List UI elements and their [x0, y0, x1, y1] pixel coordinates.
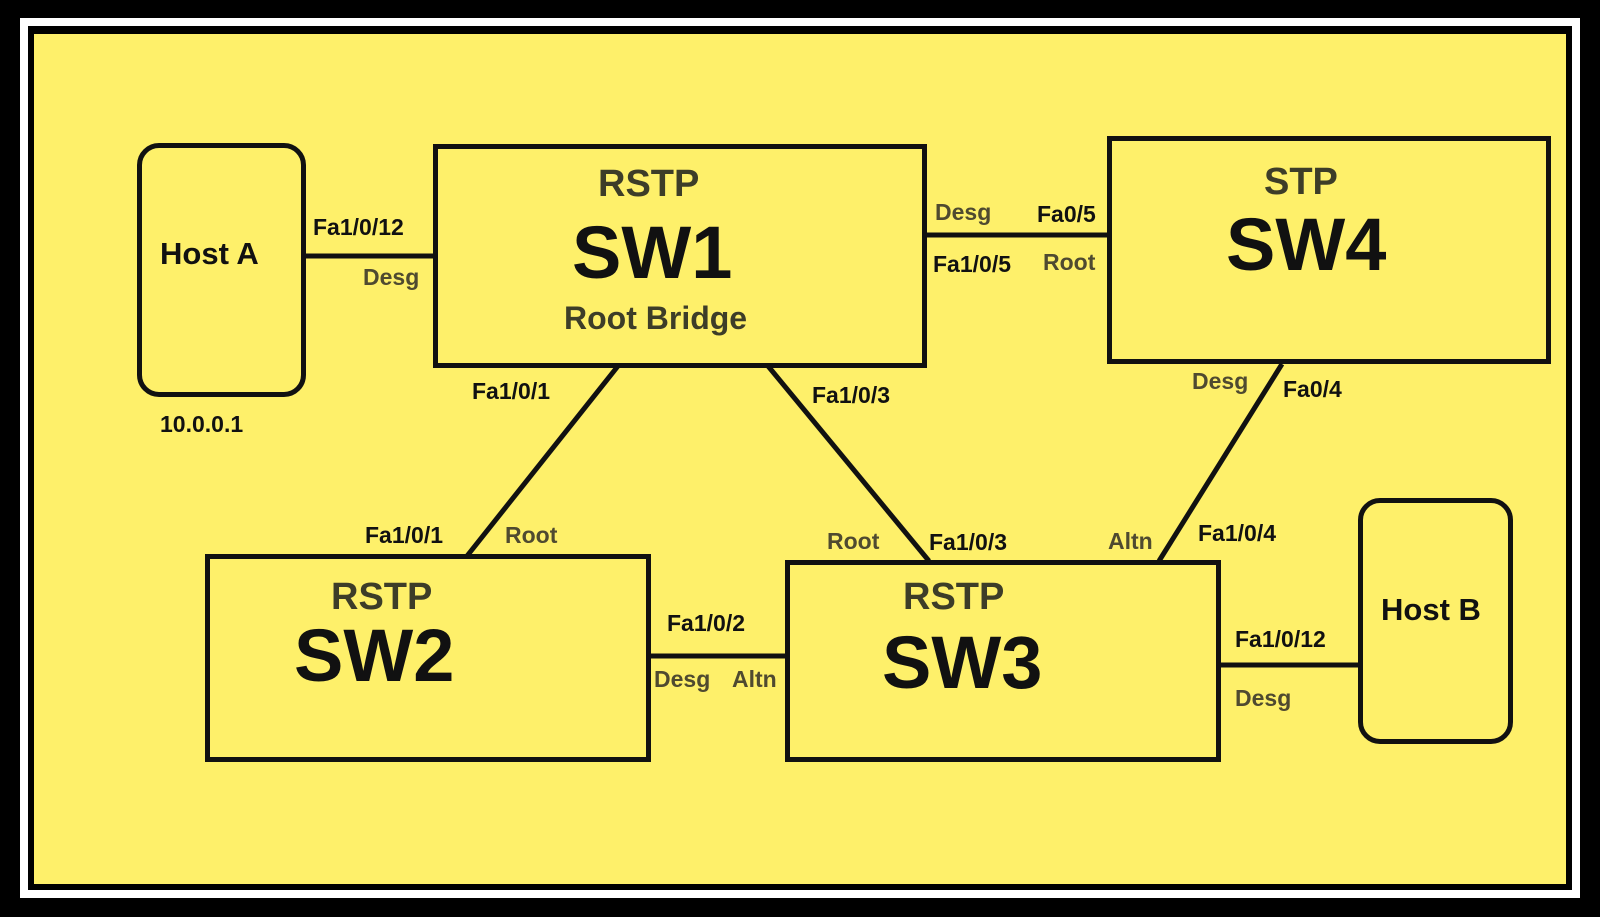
sw1-sw4-sw1-port: Fa1/0/5	[933, 251, 1011, 277]
sw4-sw3-sw4-port: Fa0/4	[1283, 376, 1342, 402]
sw1-subtitle: Root Bridge	[564, 300, 748, 336]
host-b-box	[1358, 498, 1513, 744]
sw2-protocol: RSTP	[331, 576, 433, 618]
link-sw4-sw3	[1156, 362, 1285, 563]
sw4-sw3-sw4-role: Desg	[1192, 368, 1249, 394]
hosta-sw1-role: Desg	[363, 264, 420, 290]
sw1-sw2-sw2-port: Fa1/0/1	[365, 522, 443, 548]
link-sw1-sw2	[465, 364, 620, 558]
sw1-sw4-sw4-port: Fa0/5	[1037, 201, 1096, 227]
host-b-label: Host B	[1381, 592, 1481, 627]
host-a-box	[137, 143, 306, 397]
host-a-ip: 10.0.0.1	[160, 411, 244, 437]
sw3-hostb-role: Desg	[1235, 685, 1292, 711]
sw4-name: SW4	[1226, 203, 1387, 286]
sw3-hostb-port: Fa1/0/12	[1235, 626, 1326, 652]
sw2-box	[205, 554, 651, 762]
sw1-sw3-sw3-role: Root	[827, 528, 880, 554]
sw4-sw3-sw3-role: Altn	[1108, 528, 1153, 554]
sw1-sw3-sw1-port: Fa1/0/3	[812, 382, 890, 408]
sw1-sw3-sw3-port: Fa1/0/3	[929, 529, 1007, 555]
sw3-box	[785, 560, 1221, 762]
sw1-name: SW1	[572, 211, 733, 294]
sw4-box	[1107, 136, 1551, 364]
link-sw1-sw3	[766, 364, 931, 563]
sw4-sw3-sw3-port: Fa1/0/4	[1198, 520, 1276, 546]
host-a-label: Host A	[160, 236, 259, 271]
sw1-sw4-sw4-role: Root	[1043, 249, 1096, 275]
sw2-name: SW2	[294, 614, 455, 697]
sw3-name: SW3	[882, 621, 1043, 704]
hosta-sw1-port: Fa1/0/12	[313, 214, 404, 240]
sw2-sw3-sw2-role: Desg	[654, 666, 711, 692]
sw3-protocol: RSTP	[903, 576, 1005, 618]
sw2-sw3-sw3-role: Altn	[732, 666, 777, 692]
sw1-protocol: RSTP	[598, 163, 700, 205]
sw4-protocol: STP	[1264, 161, 1338, 203]
sw1-sw2-sw2-role: Root	[505, 522, 558, 548]
sw2-sw3-port: Fa1/0/2	[667, 610, 745, 636]
sw1-sw4-sw1-role: Desg	[935, 199, 992, 225]
sw1-box	[433, 144, 927, 368]
sw1-sw2-sw1-port: Fa1/0/1	[472, 378, 550, 404]
